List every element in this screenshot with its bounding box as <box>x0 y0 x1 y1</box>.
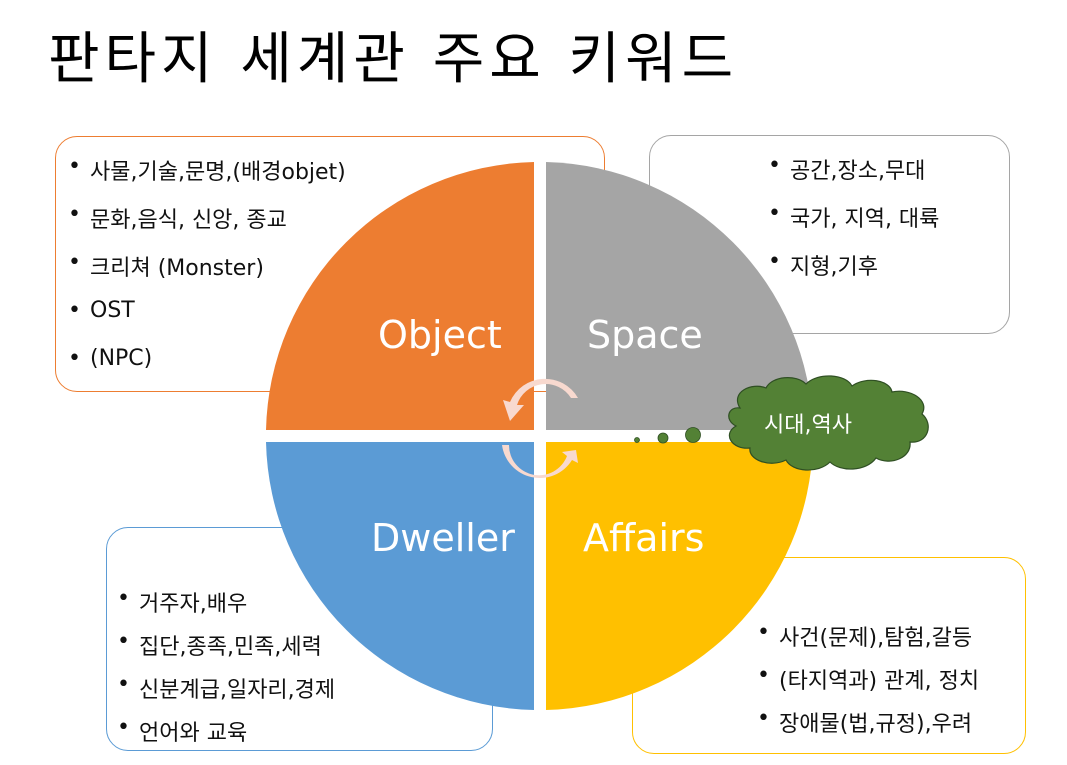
list-item: 언어와 교육 <box>117 715 335 758</box>
space-quadrant <box>546 162 813 430</box>
cloud-callout-icon <box>728 375 929 471</box>
list-item: 국가, 지역, 대륙 <box>768 201 939 249</box>
list-item: (타지역과) 관계, 정치 <box>757 663 979 706</box>
list-item: OST <box>68 298 346 346</box>
space-keyword-list: 공간,장소,무대 국가, 지역, 대륙 지형,기후 <box>768 153 939 297</box>
object-keyword-list: 사물,기술,문명,(배경objet) 문화,음식, 신앙, 종교 크리쳐 (Mo… <box>68 154 346 394</box>
list-item: 사건(문제),탐험,갈등 <box>757 620 979 663</box>
list-item: 공간,장소,무대 <box>768 153 939 201</box>
list-item: 지형,기후 <box>768 249 939 297</box>
thought-bubble-dots <box>634 427 701 444</box>
list-item: 신분계급,일자리,경제 <box>117 672 335 715</box>
affairs-keyword-list: 사건(문제),탐험,갈등 (타지역과) 관계, 정치 장애물(법,규정),우려 <box>757 620 979 749</box>
affairs-quadrant <box>546 442 813 710</box>
list-item: 집단,종족,민족,세력 <box>117 629 335 672</box>
dweller-quadrant-label: Dweller <box>371 516 515 560</box>
list-item: 문화,음식, 신앙, 종교 <box>68 202 346 250</box>
list-item: 크리쳐 (Monster) <box>68 250 346 298</box>
list-item: 거주자,배우 <box>117 586 335 629</box>
era-history-label: 시대,역사 <box>764 413 852 438</box>
page-title: 판타지 세계관 주요 키워드 <box>48 27 739 92</box>
list-item: 장애물(법,규정),우려 <box>757 706 979 749</box>
dweller-quadrant <box>266 442 534 710</box>
dweller-keyword-list: 거주자,배우 집단,종족,민족,세력 신분계급,일자리,경제 언어와 교육 <box>117 586 335 758</box>
circular-arrows-icon <box>502 378 578 479</box>
object-quadrant <box>266 162 534 430</box>
list-item: 사물,기술,문명,(배경objet) <box>68 154 346 202</box>
affairs-quadrant-label: Affairs <box>583 516 705 560</box>
list-item: (NPC) <box>68 346 346 394</box>
space-quadrant-label: Space <box>587 313 703 357</box>
object-quadrant-label: Object <box>378 313 502 357</box>
